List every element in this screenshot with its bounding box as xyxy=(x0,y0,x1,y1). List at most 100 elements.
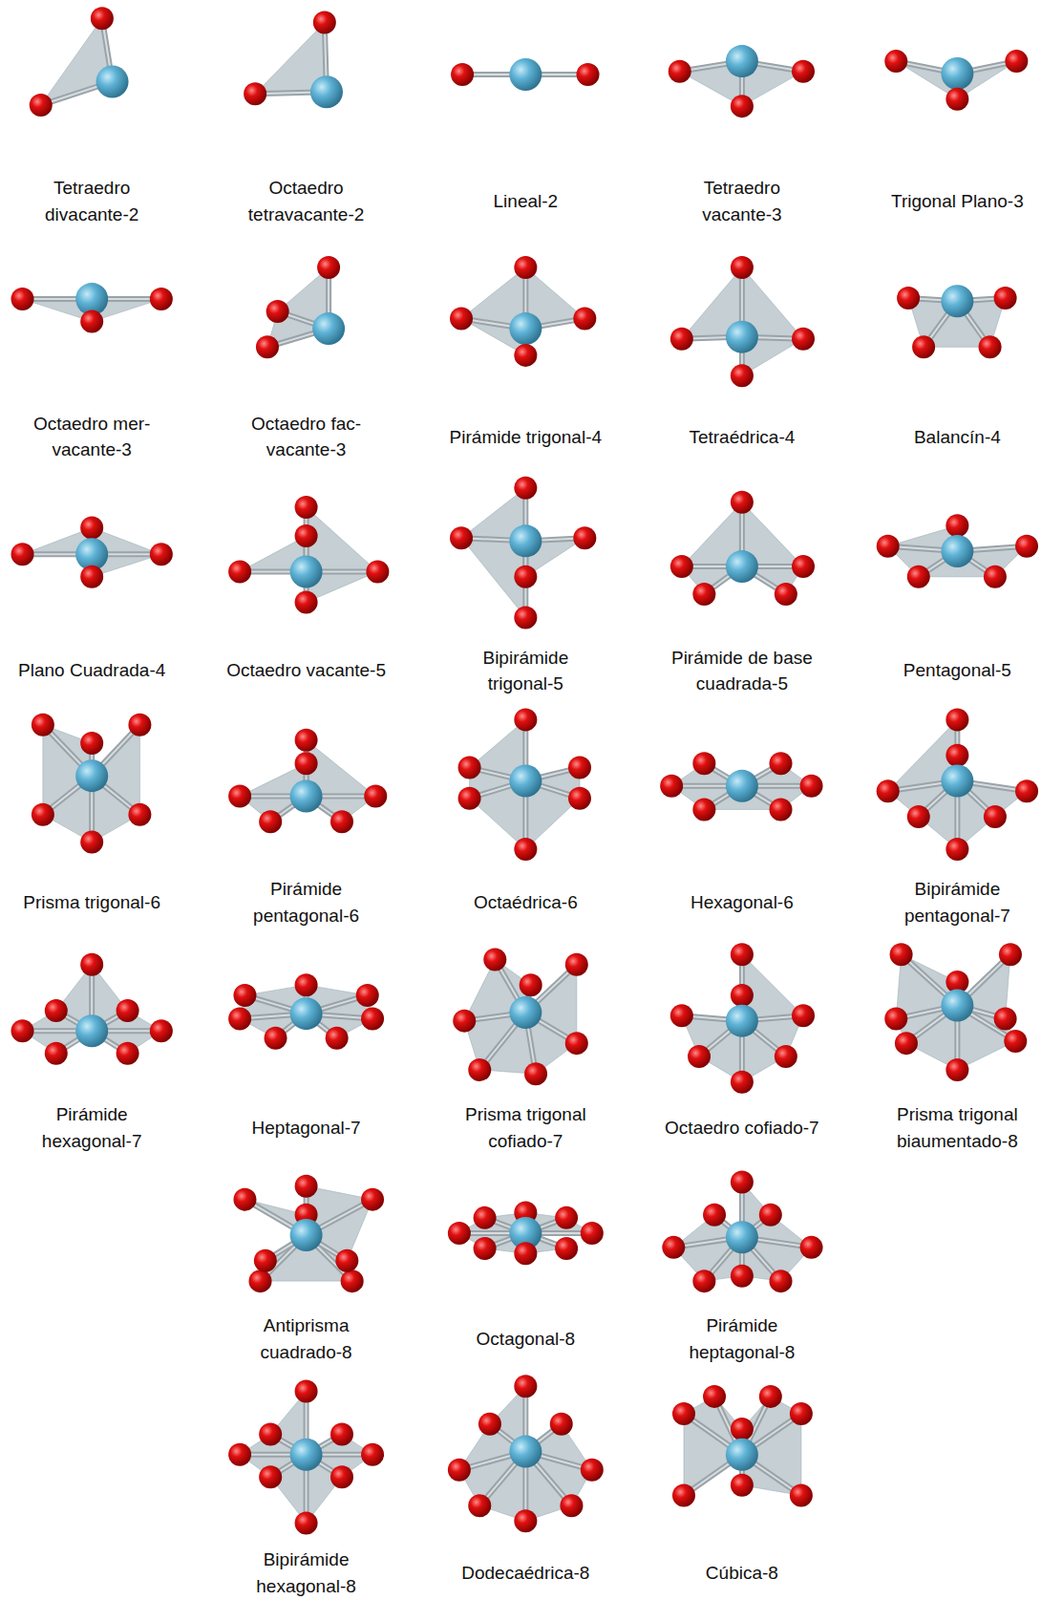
geometry-caption: Prisma trigonal-6 xyxy=(22,889,161,916)
ligand-atom xyxy=(791,1003,815,1027)
molecule xyxy=(11,515,173,588)
polyhedron-face xyxy=(461,488,585,618)
molecule xyxy=(447,1374,604,1532)
ligand-atom xyxy=(228,1006,252,1030)
ligand-atom xyxy=(325,1026,349,1050)
polyhedron-face xyxy=(245,1186,374,1281)
ligand-atom xyxy=(335,1249,359,1273)
ligand-atom xyxy=(90,6,114,30)
geometry-caption: Pentagonal-5 xyxy=(903,657,1012,684)
ligand-atom xyxy=(565,953,589,977)
molecule xyxy=(449,255,596,367)
geometry-caption: Octaedro mer-vacante-3 xyxy=(22,410,161,464)
ligand-atom xyxy=(730,942,754,966)
ligand-atom xyxy=(356,983,380,1007)
ligand-atom xyxy=(266,299,290,323)
ligand-atom xyxy=(573,306,596,330)
ligand-atom xyxy=(576,63,600,86)
molecule xyxy=(449,476,596,630)
ligand-atom xyxy=(890,942,914,966)
ligand-atom xyxy=(11,287,35,311)
metal-atom xyxy=(509,312,542,345)
molecule xyxy=(458,707,592,861)
ligand-atom xyxy=(759,1384,783,1408)
ligand-atom xyxy=(458,786,482,810)
ligand-atom xyxy=(11,1019,35,1042)
metal-atom xyxy=(290,1218,323,1252)
polyhedron-face xyxy=(461,267,585,356)
molecule xyxy=(670,490,815,606)
ligand-atom xyxy=(513,476,537,500)
molecule xyxy=(670,942,815,1094)
ligand-atom xyxy=(258,1465,282,1488)
ligand-atom xyxy=(668,60,692,84)
ligand-atom xyxy=(568,756,592,780)
ligand-atom xyxy=(361,1188,384,1211)
polyhedron-face xyxy=(464,959,577,1075)
ligand-atom xyxy=(519,973,543,997)
ligand-atom xyxy=(447,1221,471,1245)
molecule xyxy=(670,255,815,387)
ligand-atom xyxy=(127,713,151,737)
molecule xyxy=(447,1201,604,1266)
molecule xyxy=(452,948,589,1086)
ligand-atom xyxy=(11,542,35,566)
molecule xyxy=(255,255,345,359)
metal-atom xyxy=(312,312,345,345)
metal-atom xyxy=(725,769,759,803)
ligand-atom xyxy=(692,1269,716,1293)
ligand-atom xyxy=(258,1422,282,1445)
ligand-atom xyxy=(884,49,908,73)
ligand-atom xyxy=(458,756,482,780)
geometry-caption: Octaédrica-6 xyxy=(473,889,578,916)
ligand-atom xyxy=(254,1249,277,1273)
ligand-atom xyxy=(295,524,319,548)
metal-atom xyxy=(725,1004,759,1038)
geometry-caption: Bipirámide hexagonal-8 xyxy=(239,1546,373,1599)
metal-atom xyxy=(940,57,974,90)
ligand-atom xyxy=(228,559,252,583)
geometry-caption: Pirámide de base cuadrada-5 xyxy=(655,644,829,698)
geometry-caption: Trigonal Plano-3 xyxy=(891,188,1024,215)
polyhedron-face xyxy=(888,719,1027,850)
polyhedron-face xyxy=(239,1391,373,1524)
ligand-atom xyxy=(702,1203,726,1227)
ligand-atom xyxy=(340,1269,364,1293)
ligand-atom xyxy=(295,728,319,752)
ligand-atom xyxy=(116,998,140,1022)
molecule xyxy=(884,49,1028,111)
ligand-atom xyxy=(449,306,473,330)
geometry-caption: Tetraedro divacante-2 xyxy=(30,174,153,228)
ligand-atom xyxy=(983,565,1007,589)
molecule xyxy=(233,1174,384,1293)
ligand-atom xyxy=(687,1044,711,1068)
ligand-atom xyxy=(361,1443,384,1466)
molecule xyxy=(668,44,815,118)
ligand-atom xyxy=(769,797,793,821)
ligand-atom xyxy=(149,1019,173,1042)
geometry-caption: Heptagonal-7 xyxy=(252,1114,362,1142)
ligand-atom xyxy=(513,565,537,589)
molecule xyxy=(11,953,173,1065)
metal-atom xyxy=(940,764,974,798)
metal-atom xyxy=(509,764,542,798)
ligand-atom xyxy=(580,1458,604,1482)
ligand-atom xyxy=(255,335,279,359)
ligand-atom xyxy=(550,1412,574,1436)
ligand-atom xyxy=(295,590,319,614)
metal-atom xyxy=(509,1435,542,1468)
ligand-atom xyxy=(365,559,389,583)
metal-atom xyxy=(725,1438,759,1471)
ligand-atom xyxy=(978,335,1002,359)
ligand-atom xyxy=(994,286,1018,310)
geometry-caption: Tetraedro vacante-3 xyxy=(680,174,804,228)
geometry-caption: Lineal-2 xyxy=(493,188,559,215)
ligand-atom xyxy=(1015,534,1039,558)
ligand-atom xyxy=(249,1269,273,1293)
geometry-caption: Prisma trigonal biaumentado-8 xyxy=(880,1101,1034,1154)
ligand-atom xyxy=(730,1264,754,1288)
ligand-atom xyxy=(228,1443,252,1466)
ligand-atom xyxy=(573,526,596,550)
polyhedron-face xyxy=(681,267,804,376)
ligand-atom xyxy=(894,1031,918,1055)
